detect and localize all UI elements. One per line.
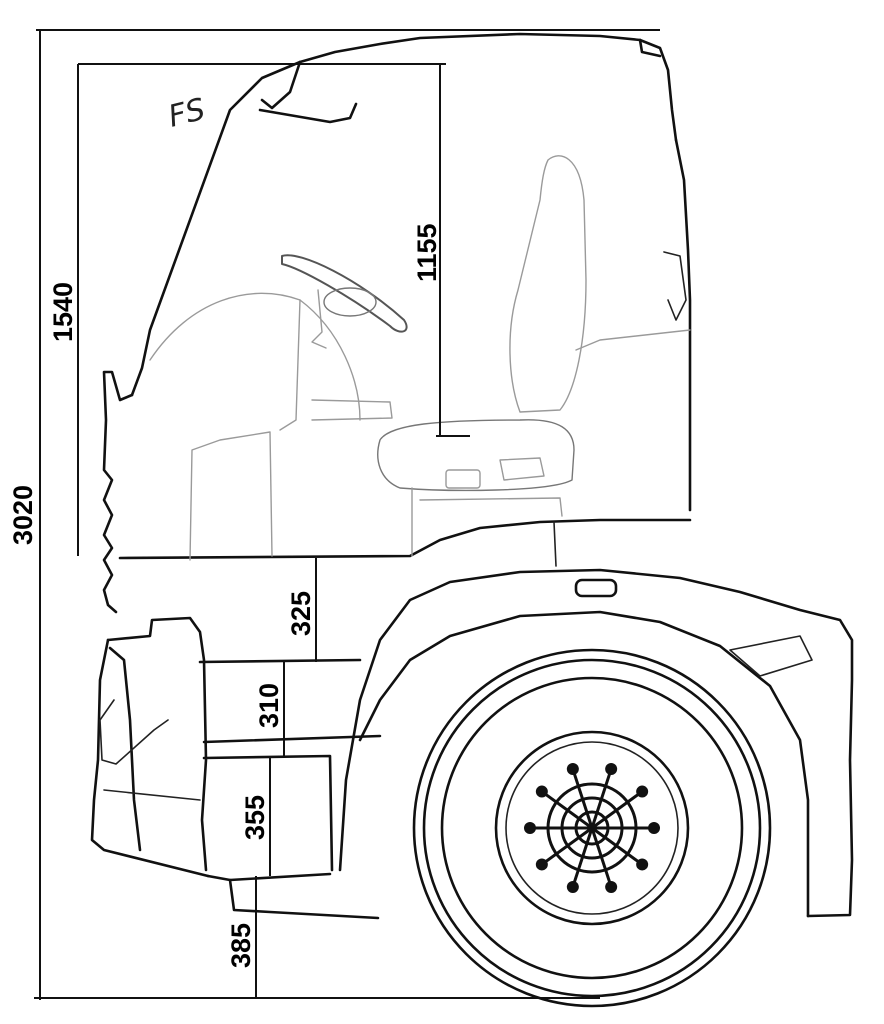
cab-outline	[90, 32, 854, 920]
wheel-nut	[566, 880, 579, 893]
wheel-hub	[524, 763, 660, 893]
wheel-nut	[566, 763, 579, 776]
wheel-nut	[535, 785, 548, 798]
cab-interior-height-label: 1540	[48, 282, 78, 342]
brand-mark: FS	[165, 92, 209, 135]
wheel-nut	[648, 822, 660, 834]
wheel-nut	[636, 785, 649, 798]
overall-height-label: 3020	[8, 485, 38, 545]
hub-ring	[546, 782, 638, 874]
wheel-nut	[636, 858, 649, 871]
cab-floor-step-label: 325	[286, 591, 316, 636]
cab-interior	[149, 155, 691, 561]
dimension-lines	[34, 29, 660, 1000]
wheel-nut	[535, 858, 548, 871]
wheel-nut	[605, 880, 618, 893]
ground-to-step-label: 385	[226, 923, 256, 968]
hub-ring	[574, 810, 610, 846]
lower-step-label: 355	[240, 795, 270, 840]
wheel-nut	[524, 822, 536, 834]
wheel-nut	[605, 763, 618, 776]
seat-to-roof-label: 1155	[412, 223, 442, 282]
hub-ring	[560, 796, 624, 860]
upper-step-label: 310	[254, 683, 284, 728]
front-wheel	[412, 648, 772, 1008]
